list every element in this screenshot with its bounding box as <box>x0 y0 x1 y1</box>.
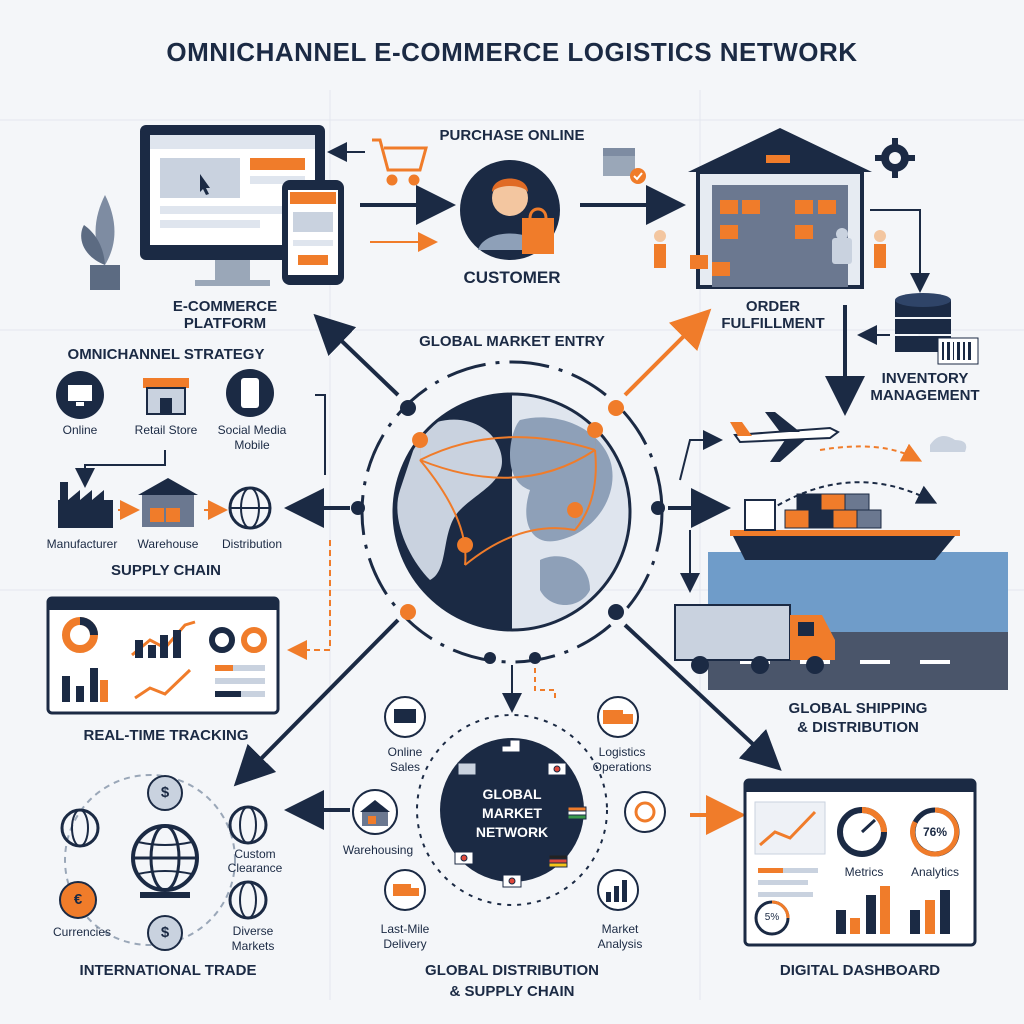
online-sales-label-1: Online <box>387 745 423 759</box>
pie-value: 5% <box>764 912 780 923</box>
supply-chain-label: SUPPLY CHAIN <box>110 562 222 579</box>
barcode-icon <box>937 337 979 365</box>
inventory-management-label: INVENTORY MANAGEMENT <box>865 370 985 405</box>
market-analysis-label-2: Analysis <box>597 937 643 951</box>
network-label-3: NETWORK <box>475 824 549 840</box>
shopping-cart-icon <box>372 138 428 186</box>
omnichannel-strategy-label: OMNICHANNEL STRATEGY <box>67 346 265 363</box>
last-mile-label-1: Last-Mile <box>380 922 430 936</box>
distribution-label: Distribution <box>221 537 283 551</box>
diverse-markets-label-1: Diverse <box>232 924 274 938</box>
international-trade-label: INTERNATIONAL TRADE <box>79 962 257 979</box>
logistics-label-1: Logistics <box>598 745 646 759</box>
market-analysis-label-1: Market <box>601 922 639 936</box>
package-check-icon <box>603 148 646 184</box>
real-time-tracking-label: REAL-TIME TRACKING <box>83 727 249 744</box>
euro-icon: € <box>73 891 83 908</box>
database-icon <box>895 293 951 352</box>
and-distribution-label: & DISTRIBUTION <box>797 719 919 736</box>
online-sales-label-2: Sales <box>389 760 421 774</box>
custom-clearance-label-1: Custom <box>234 847 276 861</box>
metrics-label: Metrics <box>844 865 884 879</box>
social-media-label: Social Media <box>217 423 287 437</box>
manufacturer-label: Manufacturer <box>46 537 118 551</box>
trade-icons <box>59 774 268 951</box>
currencies-label: Currencies <box>52 925 112 939</box>
warehouse-illustration <box>654 128 886 289</box>
global-distribution-label-2: & SUPPLY CHAIN <box>449 983 575 1000</box>
dollar-icon-top: $ <box>160 784 170 801</box>
warehousing-label: Warehousing <box>342 843 414 857</box>
tracking-dashboard <box>46 596 280 715</box>
digital-dashboard <box>743 778 977 947</box>
page-title: OMNICHANNEL E-COMMERCE LOGISTICS NETWORK <box>166 37 858 67</box>
network-label-1: GLOBAL <box>482 786 542 802</box>
globe-illustration <box>351 360 665 664</box>
logistics-label-2: Operations <box>592 760 652 774</box>
mobile-label: Mobile <box>234 438 270 452</box>
gear-icon <box>875 138 915 178</box>
supply-chain-icons <box>58 478 272 530</box>
gauge-value: 76% <box>922 825 948 839</box>
ecommerce-platform-label: E-COMMERCE PLATFORM <box>155 298 295 333</box>
analytics-label: Analytics <box>910 865 960 879</box>
market-network-hub <box>352 696 666 911</box>
purchase-online-label: PURCHASE ONLINE <box>439 127 585 144</box>
digital-dashboard-label: DIGITAL DASHBOARD <box>779 962 941 979</box>
order-fulfillment-text: ORDER FULFILLMENT <box>721 298 825 333</box>
inventory-management-text: INVENTORY MANAGEMENT <box>870 370 980 405</box>
flow-arrows <box>75 142 938 835</box>
global-shipping-label: GLOBAL SHIPPING <box>788 700 928 717</box>
customer-avatar <box>460 160 560 260</box>
global-distribution-label-1: GLOBAL DISTRIBUTION <box>425 962 599 979</box>
network-label-2: MARKET <box>482 805 542 821</box>
ecommerce-platform-text: E-COMMERCE PLATFORM <box>172 298 278 333</box>
retail-store-label: Retail Store <box>134 423 198 437</box>
last-mile-label-2: Delivery <box>383 937 427 951</box>
ecommerce-platform-illustration <box>81 125 344 290</box>
warehouse-label: Warehouse <box>137 537 199 551</box>
custom-clearance-label-2: Clearance <box>227 861 283 875</box>
omnichannel-icons <box>56 369 274 419</box>
online-label: Online <box>62 423 98 437</box>
shipping-illustration <box>674 412 1008 690</box>
customer-label: CUSTOMER <box>463 268 561 287</box>
global-market-entry-label: GLOBAL MARKET ENTRY <box>419 333 605 350</box>
diverse-markets-label-2: Markets <box>231 939 275 953</box>
order-fulfillment-label: ORDER FULFILLMENT <box>708 298 838 333</box>
dollar-icon-bottom: $ <box>160 924 170 941</box>
